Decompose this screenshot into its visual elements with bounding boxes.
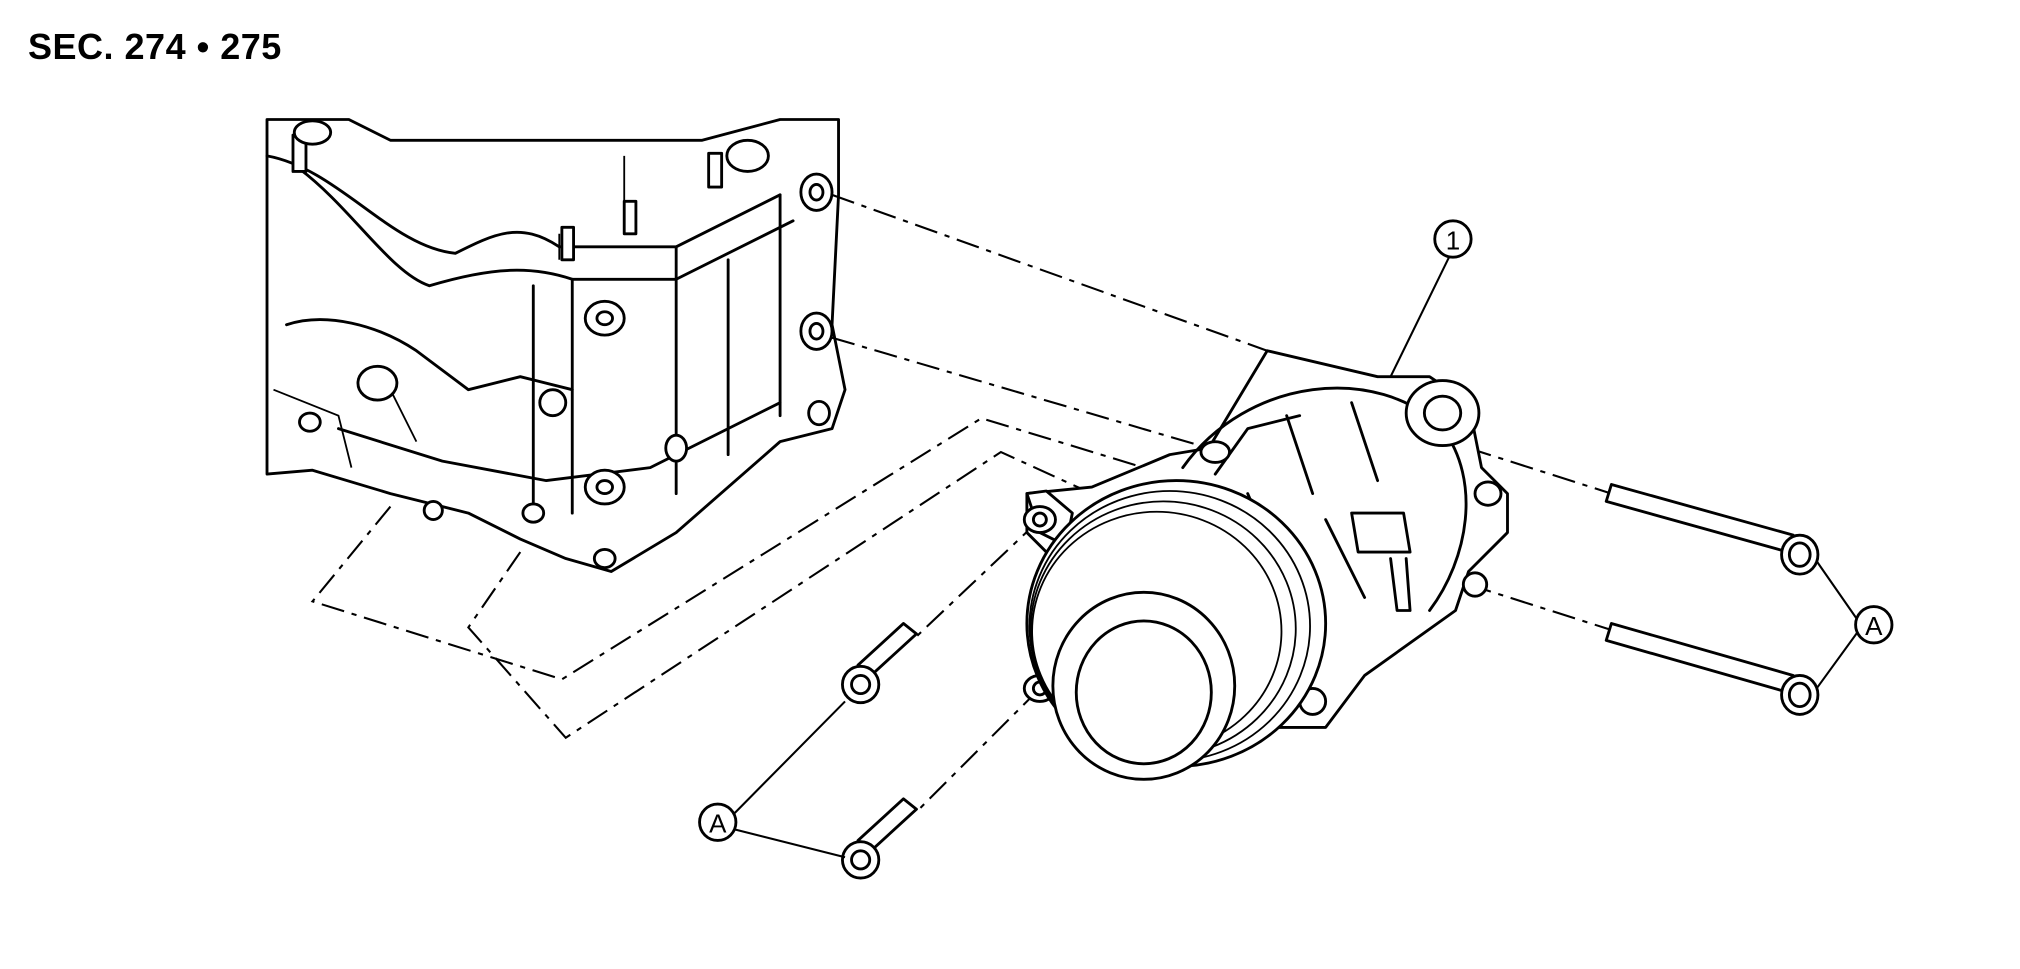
compressor-bolts	[841, 483, 1820, 880]
engine-block-shape	[356, 364, 399, 402]
leader-a-left	[731, 700, 846, 859]
engine-block-shape	[298, 411, 322, 433]
bolt-left-lower-shape	[850, 849, 872, 871]
alignment-lines-shape	[915, 687, 1041, 813]
engine-block-shape	[298, 167, 795, 288]
engine-block-shape	[521, 502, 546, 524]
bolt-left-upper	[841, 622, 918, 705]
engine-block-shape	[273, 155, 626, 468]
section-title: SEC. 274 • 275	[28, 26, 282, 67]
callout-1-shape: 1	[1446, 225, 1460, 255]
bolt-left-lower-shape	[856, 797, 918, 853]
bolt-right-lower	[1604, 622, 1820, 716]
engine-block-shape	[799, 172, 834, 212]
pulley-shape	[1074, 619, 1213, 766]
engine-block-shape	[560, 225, 575, 262]
engine-block-shape	[622, 199, 638, 236]
callout-1: 1	[1433, 219, 1473, 259]
callout-a-left: A	[698, 802, 738, 842]
bolt-right-upper-shape	[1604, 483, 1795, 554]
alignment-lines	[310, 193, 1612, 813]
bolt-right-upper-shape	[1787, 541, 1812, 568]
callout-a-left-shape: A	[709, 809, 727, 839]
compressor-shape	[1022, 505, 1057, 534]
compressor-shape	[1031, 511, 1048, 528]
engine-block-shape	[592, 548, 617, 570]
compressor-shape	[1199, 440, 1231, 464]
compressor-shape	[1389, 557, 1412, 612]
engine-block-shape	[664, 433, 688, 463]
leader-a-right	[1815, 560, 1860, 690]
compressor-shape	[1404, 379, 1481, 447]
bolt-right-upper-shape	[1780, 533, 1820, 576]
callout-1-shape	[1433, 219, 1473, 259]
engine-block	[265, 118, 847, 573]
alignment-lines-shape	[831, 193, 1268, 352]
engine-block-shape	[799, 311, 834, 351]
engine-block-shape	[808, 183, 825, 202]
engine-block-shape	[265, 154, 782, 255]
callout-a-left-shape	[698, 802, 738, 842]
bolt-left-upper-shape	[850, 674, 872, 696]
leader-1	[1389, 256, 1450, 378]
callout-a-right: A	[1854, 605, 1894, 645]
bolt-left-upper-shape	[856, 622, 918, 677]
compressor-shape	[1213, 401, 1380, 599]
engine-block-shape	[292, 119, 333, 146]
compressor-shape	[1473, 480, 1503, 507]
engine-block-shape	[808, 322, 825, 341]
alignment-lines-shape	[915, 518, 1041, 638]
engine-block-shape	[595, 310, 614, 327]
compressor	[1022, 349, 1509, 781]
bolt-right-upper	[1604, 483, 1820, 576]
bolt-left-lower-shape	[841, 840, 881, 880]
engine-block-shape	[285, 318, 574, 392]
bolt-right-lower-shape	[1787, 681, 1812, 709]
pulley	[1025, 479, 1328, 781]
compressor-shape	[1350, 511, 1412, 554]
alignment-lines-shape	[831, 336, 1210, 450]
engine-block-shape	[583, 468, 626, 506]
engine-block-shape	[538, 388, 568, 418]
bolt-left-lower	[841, 797, 918, 880]
alignment-lines-shape	[310, 417, 1145, 681]
bolt-right-lower-shape	[1780, 674, 1820, 716]
compressor-shape	[1422, 394, 1463, 432]
callout-a-right-shape	[1854, 605, 1894, 645]
engine-block-shape	[265, 118, 847, 573]
alignment-lines-shape	[467, 450, 1093, 740]
engine-block-shape	[337, 401, 782, 483]
engine-block-shape	[595, 479, 614, 496]
engine-block-shape	[725, 138, 770, 173]
engine-block-shape	[583, 299, 626, 337]
engine-block-shape	[531, 277, 574, 515]
engine-block-shape	[807, 399, 831, 427]
bolt-left-upper-shape	[841, 664, 881, 705]
callout-a-right-shape: A	[1865, 611, 1883, 641]
bolt-right-lower-shape	[1604, 622, 1795, 694]
compressor-shape	[1461, 571, 1489, 598]
engine-block-shape	[707, 151, 724, 189]
engine-block-shape	[422, 499, 444, 521]
alignment-lines-shape	[1468, 583, 1612, 631]
